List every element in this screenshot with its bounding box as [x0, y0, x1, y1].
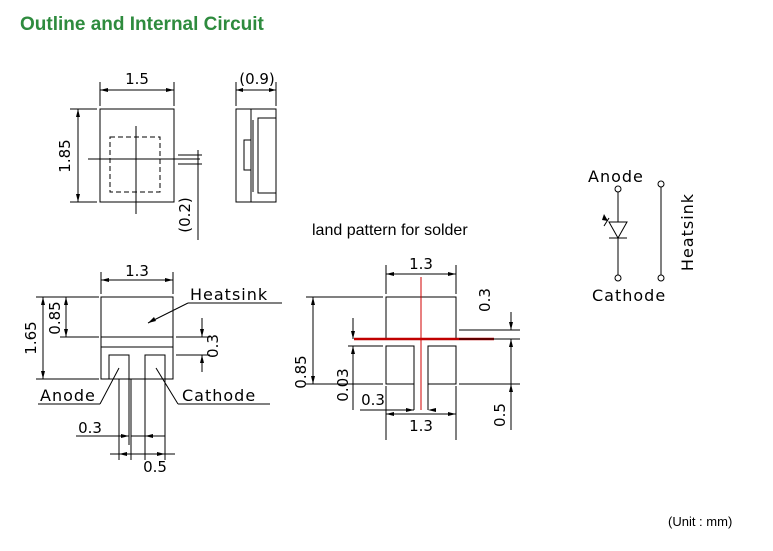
circuit-heatsink-label: Heatsink: [678, 193, 697, 271]
top-height-label: 1.85: [56, 139, 74, 172]
side-view: (0.9): [235, 70, 277, 203]
top-width-label: 1.5: [125, 70, 149, 88]
bottom-width-label: 1.3: [125, 262, 149, 280]
land-top-width-label: 1.3: [409, 255, 433, 273]
side-thickness-label: (0.9): [239, 70, 275, 88]
land-height-label: 0.85: [292, 355, 310, 388]
bottom-height-label: 1.65: [22, 321, 40, 354]
cathode-label: Cathode: [182, 386, 256, 405]
top-view-die: [109, 136, 161, 193]
cathode-terminal: [614, 274, 622, 282]
page-title: Outline and Internal Circuit: [20, 14, 264, 35]
led-diode-icon: [608, 221, 628, 240]
pad-pitch-label: 0.5: [143, 458, 167, 476]
land-anode-pad: [385, 345, 415, 385]
land-right-top-label: 0.3: [476, 288, 494, 312]
heatsink-pad: [100, 296, 174, 338]
heatsink-label: Heatsink: [190, 285, 268, 304]
top-offset-label: (0.2): [176, 197, 194, 233]
circuit-anode-label: Anode: [588, 167, 644, 186]
land-offset-label: 0.03: [334, 368, 352, 401]
anode-label: Anode: [40, 386, 96, 405]
pad-width-label: 0.3: [78, 419, 102, 437]
bottom-upper-label: 0.85: [46, 301, 64, 334]
land-right-bottom-label: 0.5: [491, 403, 509, 427]
anode-terminal: [614, 185, 622, 193]
heatsink-terminal-top: [657, 180, 665, 188]
top-view: 1.5 1.85 (0.2): [56, 70, 202, 240]
unit-note: (Unit : mm): [668, 514, 733, 529]
land-pad-label: 0.3: [361, 391, 385, 409]
land-cathode-pad: [427, 345, 457, 385]
land-bottom-width-label: 1.3: [409, 417, 433, 435]
top-view-body: [99, 108, 175, 203]
land-pattern-drawing: 1.3 1.3 0.85 0.03 0.3 0.3: [292, 255, 520, 440]
bottom-gap-label: 0.3: [204, 334, 222, 358]
circuit-cathode-label: Cathode: [592, 286, 666, 305]
internal-circuit: Anode Cathode Heatsink: [588, 167, 697, 305]
bottom-view: 1.3 1.65 0.85 0.3 Heatsink Anode Cat: [22, 262, 282, 476]
bottom-body: [100, 336, 174, 380]
heatsink-terminal-bottom: [657, 274, 665, 282]
land-pattern-title: land pattern for solder: [312, 222, 468, 239]
